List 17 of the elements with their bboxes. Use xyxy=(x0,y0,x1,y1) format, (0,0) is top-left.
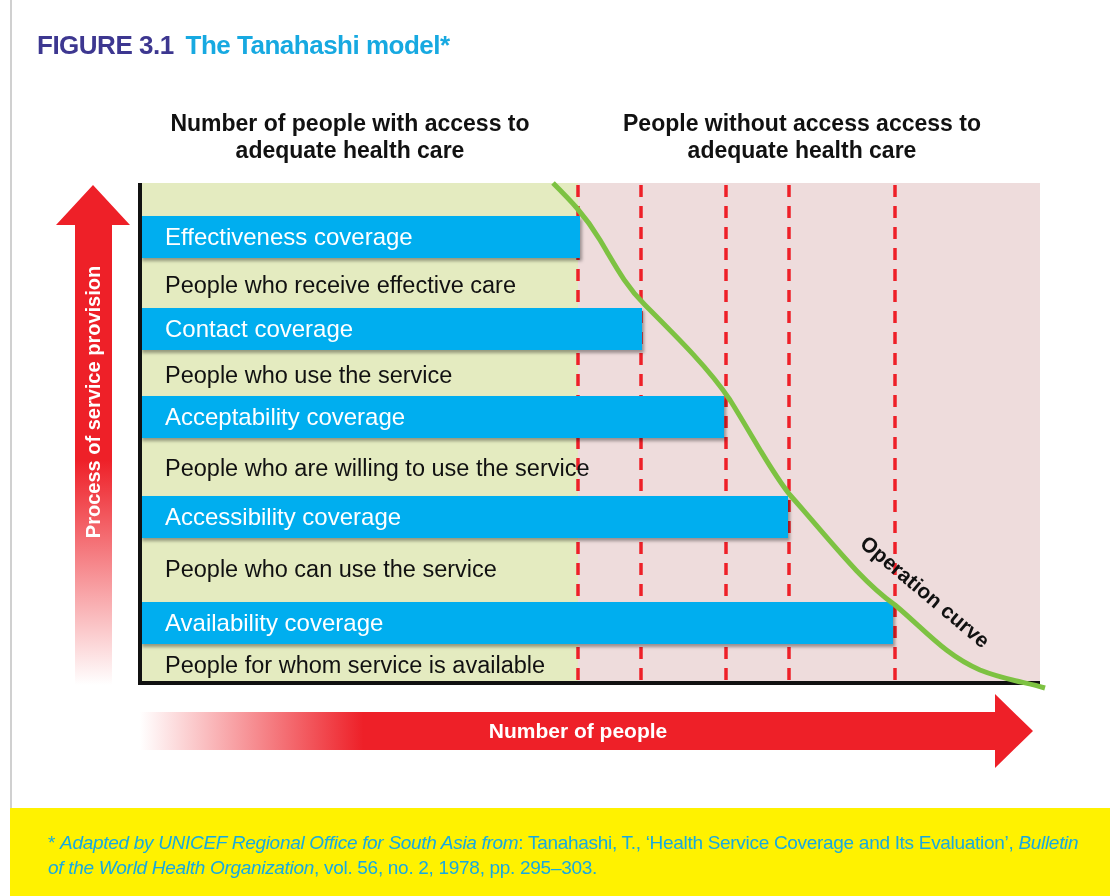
coverage-bar: Acceptability coverage xyxy=(140,396,724,438)
column-heading: People without access access to adequate health care xyxy=(622,110,982,164)
coverage-bar: Contact coverage xyxy=(140,308,642,350)
axis-label: Process of service provision xyxy=(81,265,105,539)
row-label: People who receive effective care xyxy=(165,271,516,299)
axis-label: Number of people xyxy=(488,719,668,743)
row-label: People for whom service is available xyxy=(165,651,546,679)
row-label: People who can use the service xyxy=(165,555,497,583)
column-heading: Number of people with access to adequate health care xyxy=(169,110,531,164)
row-label: People who are willing to use the service xyxy=(165,454,590,482)
footnote: *Adapted by UNICEF Regional Office for South Asia from: Tanahashi, T., ‘Health Service Coverage and Its Evaluation’, Bulletin of the World Health Organization, vol. 56, no. 2, 1978, pp. 295–303. xyxy=(48,831,1080,880)
coverage-bar: Availability coverage xyxy=(140,602,893,644)
row-label: People who use the service xyxy=(165,361,453,389)
coverage-bar: Accessibility coverage xyxy=(140,496,788,538)
figure-title: The Tanahashi model* xyxy=(185,30,450,61)
figure-number: FIGURE 3.1 xyxy=(37,30,174,61)
coverage-bar: Effectiveness coverage xyxy=(140,216,580,258)
